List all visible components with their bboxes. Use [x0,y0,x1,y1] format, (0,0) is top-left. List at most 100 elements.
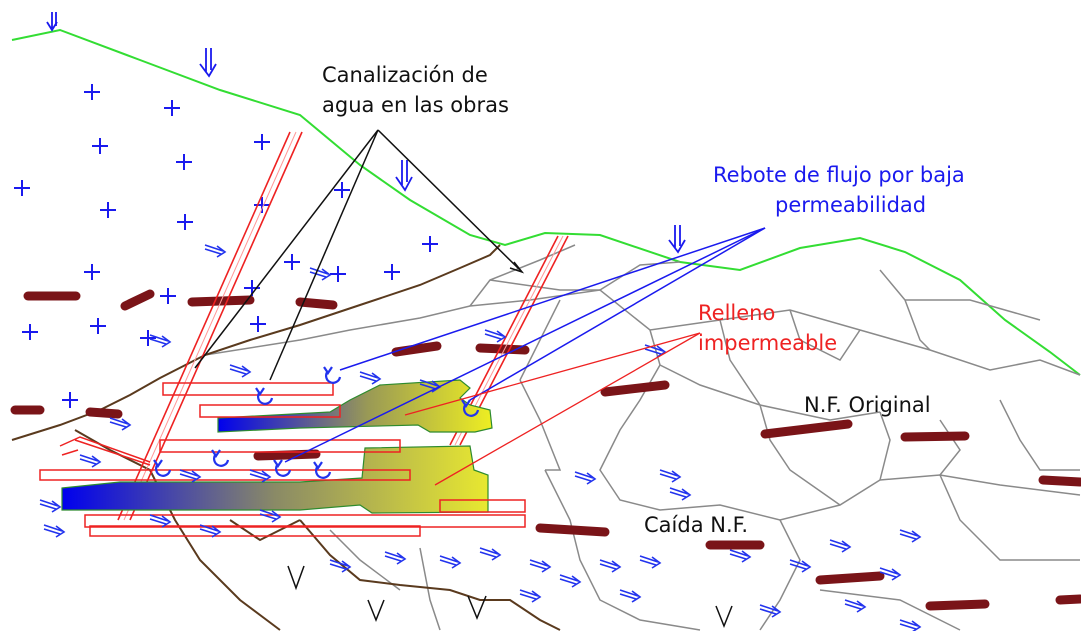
flow-arrow-icon [639,555,662,569]
cross-symbol-icon [254,134,270,150]
cross-symbol-icon [177,214,193,230]
label-water-channeling-line2: agua en las obras [322,93,509,117]
label-impermeable-fill: Relleno impermeable [698,298,837,358]
flow-arrow-icon [574,471,597,485]
rebound-arrow-icon [273,459,292,477]
shafts [74,131,569,521]
lower-filled-works [61,445,489,514]
cross-symbol-icon [384,264,400,280]
label-impermeable-fill-line2: impermeable [698,331,838,355]
v-symbol-icon [467,595,487,620]
flow-arrow-icon [199,524,222,538]
flow-arrow-icon [149,334,172,348]
leaders-flow-rebound [284,227,766,463]
label-water-table-drop: Caída N.F. [644,513,749,537]
label-water-channeling-line1: Canalización de [322,63,488,87]
cross-symbol-icon [90,318,106,334]
flow-arrow-icon [309,267,332,281]
down-arrow-icon [395,160,413,192]
rebound-arrow-icon [255,387,274,405]
flow-arrow-icon [879,567,902,581]
cross-symbol-icon [62,392,78,408]
down-arrow-icon [199,48,217,78]
water-table-line [11,28,1081,376]
label-flow-rebound: Rebote de flujo por baja permeabilidad [713,160,965,220]
rebound-arrow-icon [211,449,230,467]
down-arrow-icon [668,225,686,254]
flow-arrow-icon [259,509,282,523]
label-impermeable-fill-line1: Relleno [698,301,776,325]
cross-symbol-icon [160,288,176,304]
flow-arrow-icon [39,499,62,513]
cross-symbol-icon [176,154,192,170]
flow-arrow-icon [519,589,542,603]
rebound-arrow-icon [153,459,172,477]
rebound-arrow-icon [461,399,480,417]
flow-arrow-icon [899,529,922,543]
cross-symbol-icon [422,236,438,252]
flow-arrow-icon [789,559,812,573]
flow-arrow-icon [529,559,552,573]
flow-arrow-icon [149,514,172,528]
upper-filled-works [217,379,493,433]
flow-arrow-icon [644,344,667,358]
flow-arrow-icon [619,589,642,603]
cross-symbol-icon [164,100,180,116]
flow-arrow-icon [759,604,782,618]
v-symbols [287,565,733,629]
v-symbol-icon [287,565,305,591]
flow-arrow-icon [384,551,407,565]
crystalline-rock-crosses [14,84,438,408]
flow-arrow-icon [229,364,252,378]
cross-symbol-icon [254,197,270,213]
cross-symbol-icon [14,180,30,196]
strata-boundaries [11,244,561,631]
label-original-water-table: N.F. Original [804,393,931,417]
down-arrow-icon [46,12,58,32]
flow-arrow-icon [599,559,622,573]
flow-arrow-icon [559,574,582,588]
flow-arrow-icon [359,371,382,385]
leaders-impermeable-fill [404,332,701,486]
flow-arrow-icon [179,469,202,483]
cross-symbol-icon [334,182,350,198]
cross-symbol-icon [84,264,100,280]
vein-segments [10,289,1081,611]
cross-symbol-icon [84,84,100,100]
cross-symbol-icon [250,316,266,332]
flow-arrow-icon [479,547,502,561]
flow-arrow-icon [109,417,132,431]
flow-arrow-icon [899,619,922,631]
flow-arrow-icon [844,599,867,613]
leaders-water-channeling [194,129,525,381]
infiltration-arrows [46,12,686,254]
cross-symbol-icon [100,202,116,218]
galleries [39,382,526,537]
cross-symbol-icon [284,254,300,270]
cross-symbol-icon [92,138,108,154]
flow-arrow-icon [484,329,507,343]
v-symbol-icon [715,605,733,629]
cross-symbol-icon [22,324,38,340]
label-flow-rebound-line1: Rebote de flujo por baja [713,163,965,187]
flow-arrow-icon [439,555,462,569]
rebound-arrows [153,366,480,479]
label-flow-rebound-line2: permeabilidad [775,193,927,217]
rebound-arrow-icon [323,366,342,384]
v-symbol-icon [367,599,385,623]
cross-symbol-icon [140,330,156,346]
flow-arrow-icon [729,549,752,563]
impermeable-fill-bodies [61,379,493,514]
groundwater-flow-arrows [39,244,922,631]
flow-arrow-icon [829,539,852,553]
flow-arrow-icon [43,524,66,538]
cross-symbol-icon [330,266,346,282]
flow-arrow-icon [669,487,692,501]
joint-network [204,244,1081,631]
flow-arrow-icon [79,454,102,468]
label-water-channeling: Canalización de agua en las obras [322,60,509,120]
rebound-arrow-icon [313,461,332,479]
flow-arrow-icon [659,469,682,483]
